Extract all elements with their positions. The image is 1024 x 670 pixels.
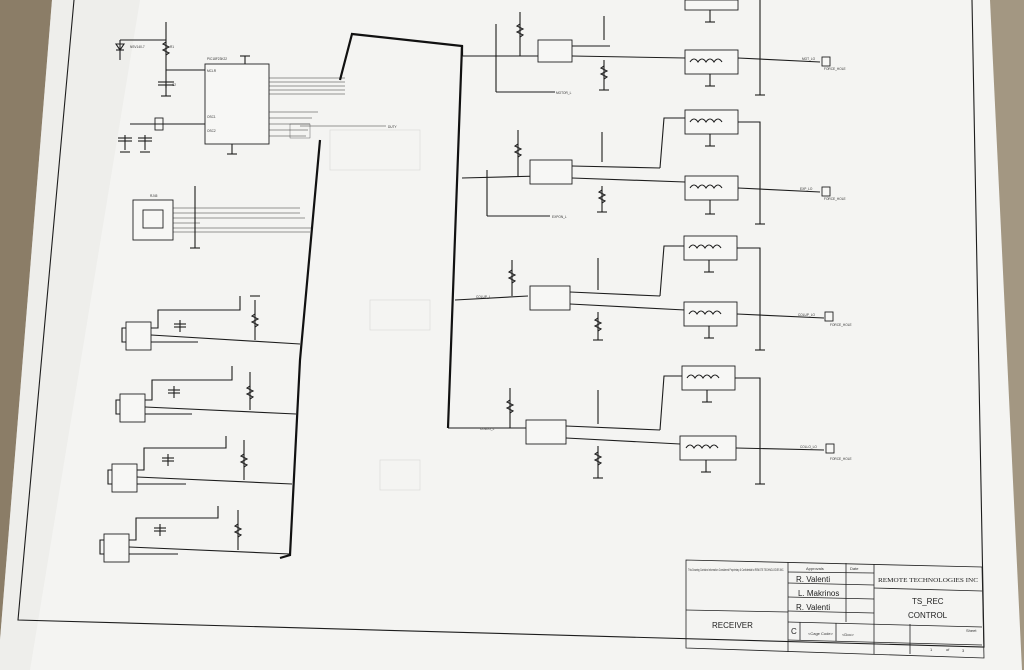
doc-number: <Doc> xyxy=(842,632,854,637)
channel-1-hole-label: FORCE_HOLE xyxy=(824,67,846,71)
approver-1: R. Valenti xyxy=(796,575,830,584)
drawing-border xyxy=(17,0,985,648)
svg-text:NSV140-7: NSV140-7 xyxy=(130,45,145,49)
channel-2-hole-label: FORCE_HOLE xyxy=(824,197,846,201)
power-input-circuit: NSV140-7 R1 C2 xyxy=(114,22,205,97)
channel-2-load-label: EXP_LO xyxy=(800,187,813,191)
channel-3-net-label: COLUP_L xyxy=(476,295,491,299)
approver-3: R. Valenti xyxy=(796,603,830,612)
svg-text:MCLR: MCLR xyxy=(207,69,217,73)
sheet-num: 1 xyxy=(930,647,933,652)
sensor-block-4 xyxy=(99,506,291,563)
sensor-block-3 xyxy=(107,436,293,493)
crystal-oscillator xyxy=(118,117,205,153)
channel-4-load-label: COLLO_LO xyxy=(800,445,817,449)
proprietary-notice: This Drawing Contains Information Consid… xyxy=(688,567,784,572)
date-header: Date xyxy=(850,566,859,571)
svg-text:C2: C2 xyxy=(172,83,176,87)
channel-4-net-label: COLLO_L xyxy=(480,427,495,431)
sheet-total: 3 xyxy=(962,648,965,653)
svg-text:PIC18F23K22: PIC18F23K22 xyxy=(207,57,227,61)
sheet-label: Sheet xyxy=(966,628,977,633)
cage-code: <Cage Code> xyxy=(808,631,834,636)
svg-text:RJ45: RJ45 xyxy=(150,194,158,198)
channel-1: MOT_LO FORCE_HOLE MOTOR_L xyxy=(462,0,846,96)
channel-1-net-label: MOTOR_L xyxy=(556,91,572,95)
company-name: REMOTE TECHNOLOGIES INC xyxy=(878,577,978,584)
bleed-through-marks xyxy=(329,129,431,491)
channel-3: COLUP_LO FORCE_HOLE COLUP_L xyxy=(454,235,852,351)
svg-text:R1: R1 xyxy=(170,45,174,49)
drawing-subtitle: CONTROL xyxy=(908,611,948,620)
svg-text:OSC2: OSC2 xyxy=(207,129,216,133)
microcontroller-ic: PIC18F23K22 MCLR OSC1 OSC2 xyxy=(204,55,270,155)
size-letter: C xyxy=(791,627,797,636)
channel-2: EXP_LO FORCE_HOLE EXPON_L xyxy=(461,109,846,225)
sheet-of: of xyxy=(946,647,950,652)
ic-output-pins: DUTY xyxy=(269,77,398,139)
channel-4-hole-label: FORCE_HOLE xyxy=(830,457,852,461)
sensor-block-1 xyxy=(121,295,301,351)
channel-4: COLLO_LO FORCE_HOLE COLLO_L xyxy=(448,365,852,485)
channel-3-load-label: COLUP_LO xyxy=(798,313,816,317)
signal-bus xyxy=(279,32,464,560)
sensor-block-2 xyxy=(115,366,297,423)
svg-text:OSC1: OSC1 xyxy=(207,115,216,119)
channel-2-net-label: EXPON_L xyxy=(552,215,567,219)
rj-connector: RJ45 xyxy=(132,186,312,249)
channel-1-load-label: MOT_LO xyxy=(802,57,816,61)
sheet-name: RECEIVER xyxy=(712,621,753,630)
approvals-header: Approvals xyxy=(806,566,824,571)
svg-text:DUTY: DUTY xyxy=(388,125,398,129)
channel-3-hole-label: FORCE_HOLE xyxy=(830,323,852,327)
drawing-title: TS_REC xyxy=(912,597,944,606)
title-block: This Drawing Contains Information Consid… xyxy=(685,559,985,659)
approver-2: L. Makrinos xyxy=(798,589,839,598)
